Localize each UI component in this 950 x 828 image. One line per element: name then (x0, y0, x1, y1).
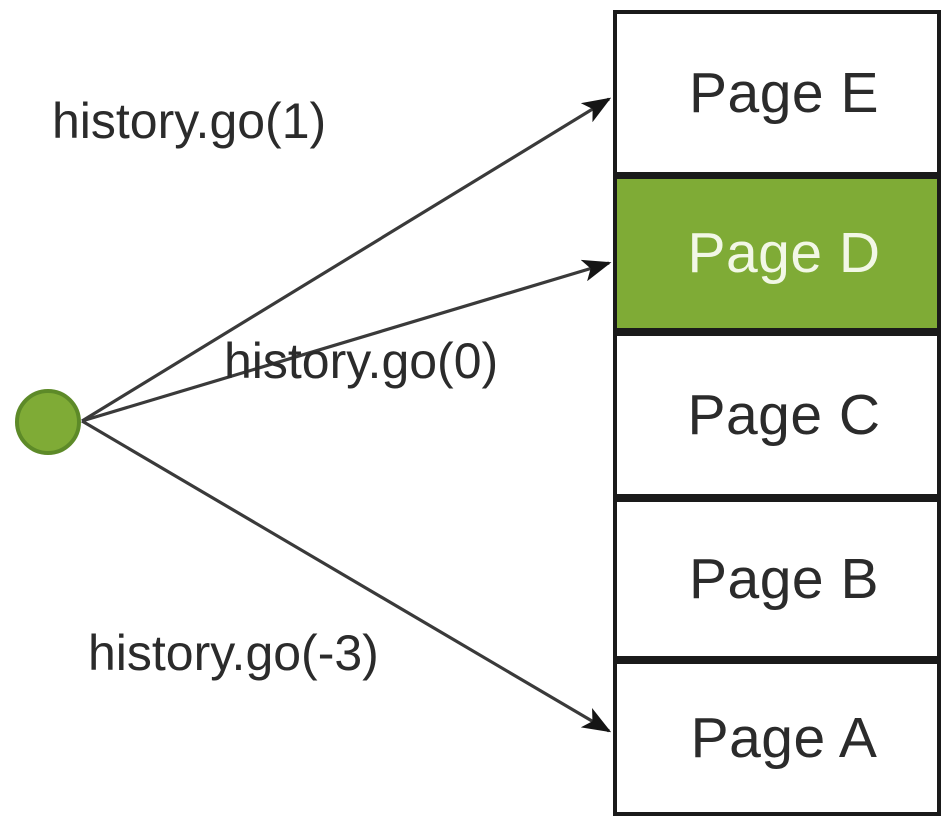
arrow-go-back-3 (81, 419, 612, 733)
history-entry-label: Page B (689, 546, 879, 611)
history-entry-page-d[interactable]: Page D (613, 175, 941, 332)
history-entry-page-a[interactable]: Page A (613, 660, 941, 816)
history-entry-label: Page D (687, 221, 881, 285)
history-entry-label: Page E (689, 60, 879, 125)
history-entry-page-c[interactable]: Page C (613, 332, 941, 498)
label-history-go-minus-3: history.go(-3) (88, 625, 379, 681)
history-entry-label: Page A (690, 705, 878, 770)
history-entry-page-e[interactable]: Page E (613, 10, 941, 176)
label-history-go-1: history.go(1) (52, 93, 327, 149)
history-stack: Page E Page D Page C Page B Page A (613, 10, 941, 816)
history-entry-page-b[interactable]: Page B (613, 498, 941, 660)
current-position-marker (15, 389, 81, 455)
label-history-go-0: history.go(0) (224, 333, 499, 389)
history-entry-label: Page C (687, 382, 881, 447)
